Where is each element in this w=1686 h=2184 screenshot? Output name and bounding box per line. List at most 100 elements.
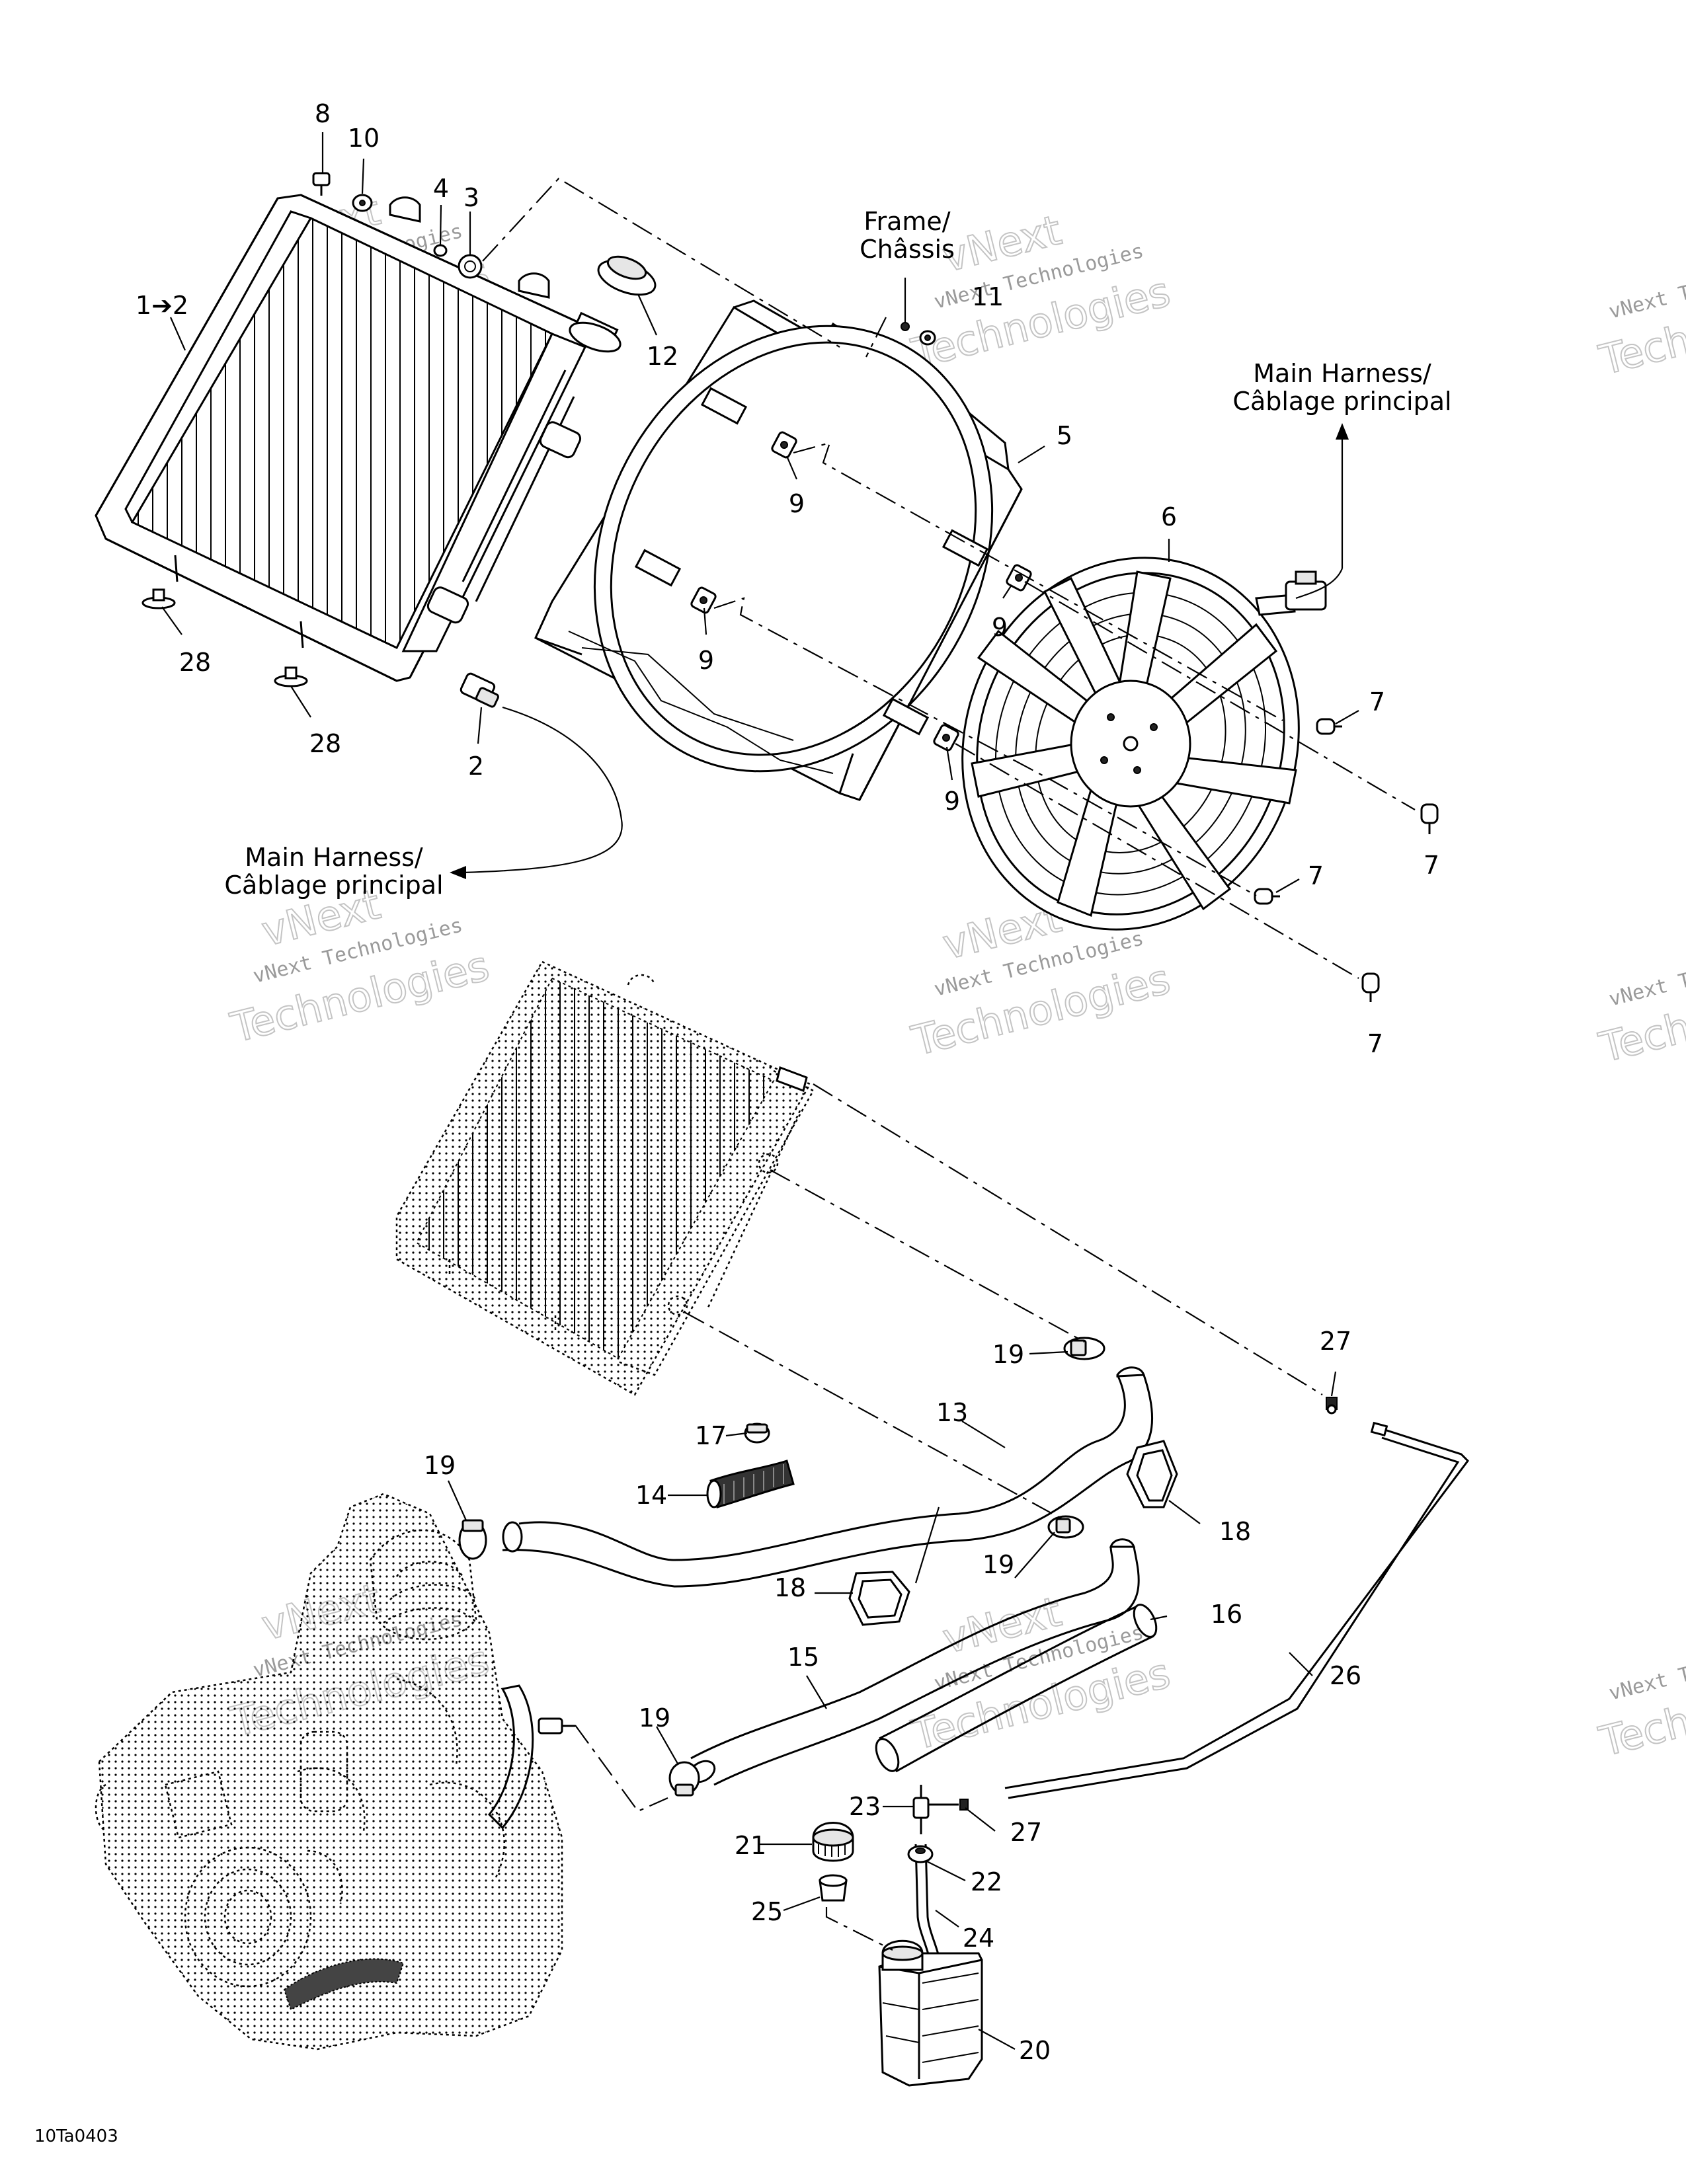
callout-c9c: 9 [698,646,714,675]
callout-c18a: 18 [1219,1517,1251,1546]
strainer-25 [819,1874,848,1902]
callout-c19d: 19 [639,1703,670,1733]
reservoir-cap-21 [812,1822,854,1862]
callout-c27b: 27 [1010,1818,1042,1847]
clip-27a [1326,1397,1338,1415]
nut-clip-9c [690,586,717,614]
callout-c12: 12 [647,342,678,371]
screw-7a [1316,718,1342,735]
callout-c11: 11 [972,282,1004,311]
callout-c9a: 9 [789,489,805,518]
note-harness-left-line1: Main Harness/ [245,843,423,872]
washer-10 [352,194,373,212]
callout-c7c: 7 [1308,861,1324,890]
callout-c18b: 18 [774,1573,806,1602]
watermark: vNext Technologies Technologies [1594,937,1686,1073]
hose-14 [706,1460,795,1508]
screw-7b [1420,803,1439,834]
callout-c10: 10 [348,124,380,153]
nut-clip-9a [771,431,797,459]
callout-c25: 25 [751,1897,783,1926]
note-harness-top-line1: Main Harness/ [1253,359,1431,388]
watermark: vNext Technologies Technologies [1594,1631,1686,1767]
drawing-code: 10Ta0403 [34,2126,118,2146]
radiator [95,194,619,682]
callout-c24: 24 [963,1924,994,1953]
note-main-harness-top: Main Harness/ Câblage principal [1232,359,1451,416]
nut-11 [901,322,936,346]
drain-plug-28b [274,666,308,687]
clamp-17 [744,1423,770,1444]
engine-reference [95,1493,575,2050]
fan-blades [971,570,1297,917]
callout-c20: 20 [1019,2036,1051,2065]
watermark-group: vNext vNext Technologies Technologies vN… [225,185,1686,1767]
washer-4 [433,244,448,257]
screw-7d [1361,972,1380,1002]
gasket-18b [848,1571,910,1626]
callout-c22: 22 [971,1867,1002,1896]
callout-c15: 15 [787,1643,819,1672]
fan-shroud [534,299,1023,801]
bolt-8 [312,172,331,196]
note-frame-line1: Frame/ [863,207,950,236]
note-frame-line2: Châssis [860,235,955,264]
callout-c23: 23 [849,1792,881,1821]
callout-c13: 13 [936,1398,968,1427]
clamp-19c [1047,1515,1084,1539]
note-frame: Frame/ Châssis [860,207,955,264]
cooling-fan [961,557,1327,931]
hose-15 [688,1538,1140,1786]
watermark: vNext Technologies Technologies [1594,249,1686,385]
callout-c2: 2 [468,752,484,781]
note-main-harness-left: Main Harness/ Câblage principal [224,843,443,900]
grommet-3 [458,254,483,279]
callout-c9d: 9 [944,787,960,816]
callout-c28b: 28 [309,729,341,758]
callout-c6: 6 [1161,502,1177,531]
nut-clip-9b [1006,564,1032,592]
note-harness-left-line2: Câblage principal [224,871,443,900]
callout-c4: 4 [433,174,449,203]
callout-c26: 26 [1330,1661,1361,1690]
svg-text:vNext Technologies: vNext Technologies [1607,937,1686,1011]
clip-27b [959,1799,969,1811]
svg-text:vNext Technologies: vNext Technologies [1607,1631,1686,1705]
clamp-19d [668,1761,700,1797]
callout-c7a: 7 [1369,687,1385,717]
callout-c3: 3 [463,183,479,212]
callout-c7d: 7 [1367,1029,1383,1058]
fitting-23 [912,1785,959,1834]
gasket-18a [1126,1440,1178,1508]
overflow-tube-26 [1004,1421,1469,1799]
callout-c19c: 19 [983,1550,1014,1579]
nut-clip-9d [933,724,959,752]
callout-c1-2: 1➔2 [136,291,188,320]
callout-c17: 17 [695,1421,727,1450]
callout-c14: 14 [635,1481,667,1510]
callout-c21: 21 [735,1831,766,1860]
grommet-22 [907,1845,934,1863]
alignment-lines [482,177,1416,1951]
note-harness-top-line2: Câblage principal [1232,387,1451,416]
clamp-19b [1063,1337,1105,1360]
callout-c19b: 19 [992,1340,1024,1369]
screw-7c [1254,888,1280,905]
coolant-reservoir-20 [878,1939,983,2087]
clamp-19a [458,1519,487,1560]
callout-c9b: 9 [992,613,1008,642]
callout-c8: 8 [315,99,331,128]
radiator-cap-12 [569,255,657,353]
watermark: vNext vNext Technologies Technologies [906,1586,1176,1760]
leader-lines [161,132,1359,2050]
callout-c27a: 27 [1320,1327,1351,1356]
callout-c16: 16 [1211,1600,1242,1629]
callout-c19a: 19 [424,1451,456,1480]
temperature-sensor-2 [460,672,500,708]
radiator-reference [395,960,815,1396]
drain-plug-28a [141,588,176,609]
svg-text:vNext Technologies: vNext Technologies [1607,249,1686,324]
